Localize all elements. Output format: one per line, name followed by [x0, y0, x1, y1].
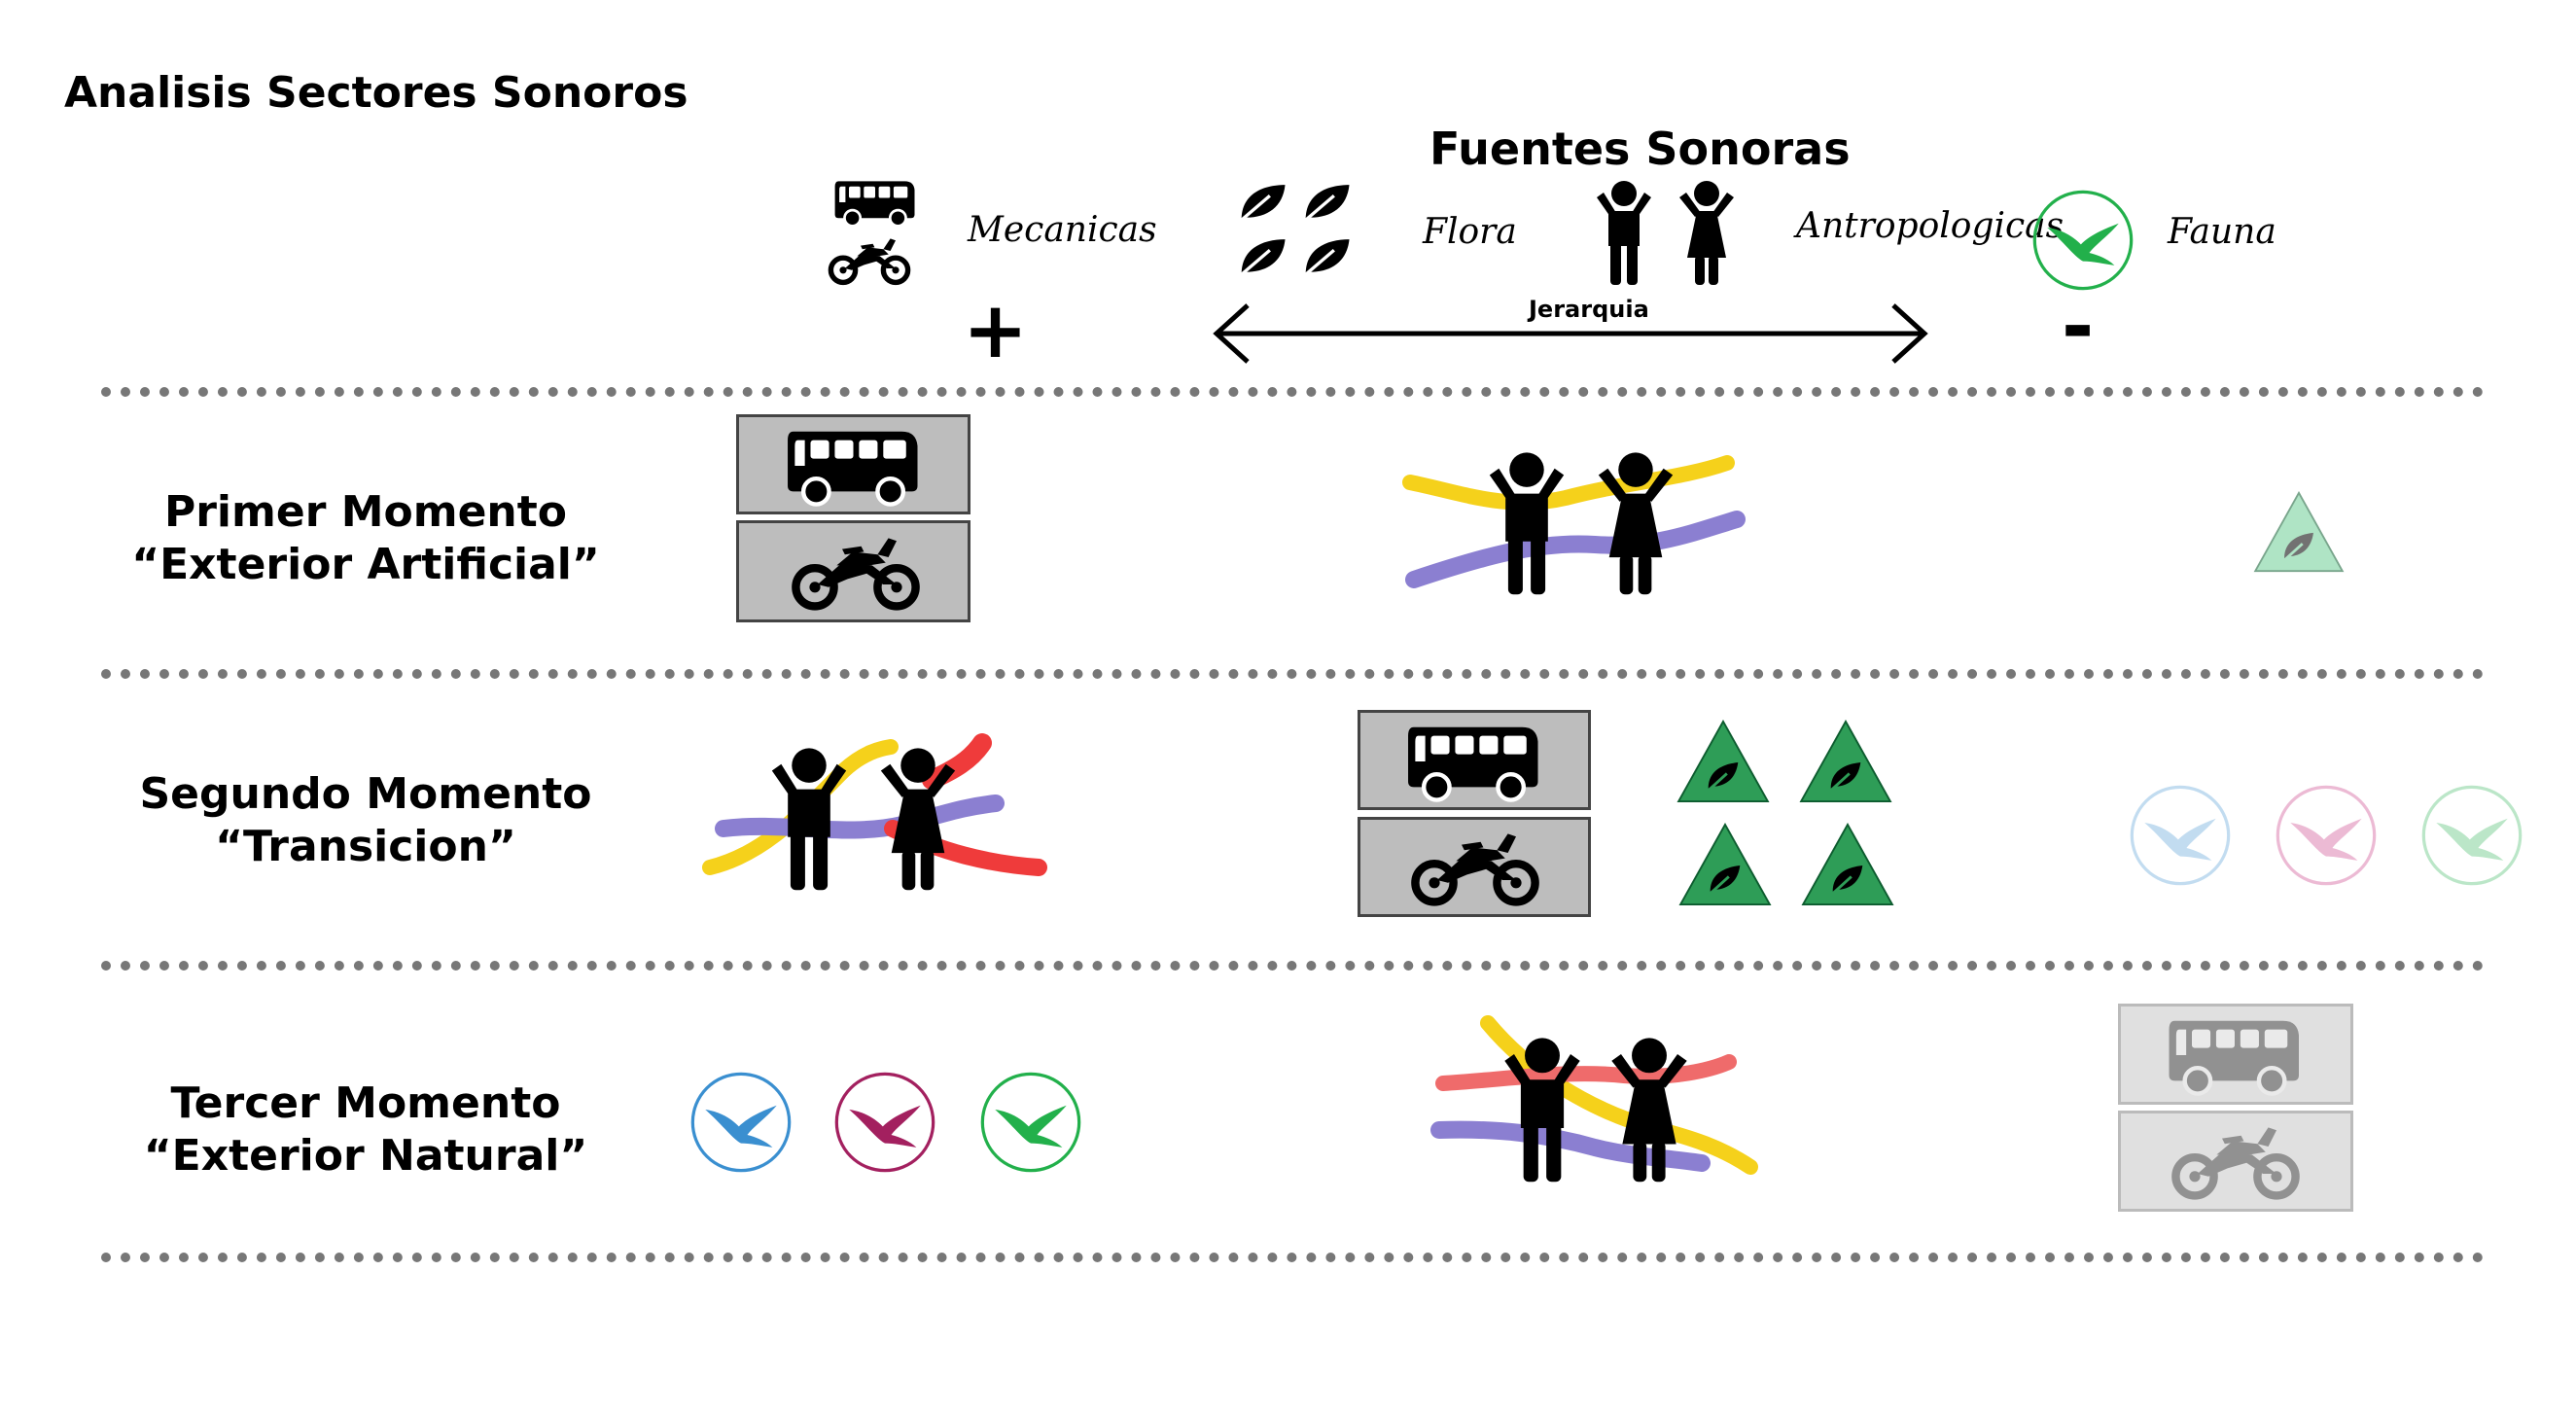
bus-box [1358, 710, 1591, 810]
row-label-subtitle: “Exterior Artificial” [131, 540, 600, 589]
motorcycle-icon [2121, 1113, 2350, 1209]
row-label-title: Tercer Momento [170, 1078, 561, 1128]
plus-sign: + [963, 285, 1029, 375]
motorcycle-box [1358, 817, 1591, 917]
legend-label-flora: Flora [1423, 212, 1517, 252]
bus-box-faded [2118, 1004, 2353, 1105]
bird-blue-icon [2128, 783, 2233, 888]
bird-green-icon [2419, 783, 2524, 888]
bird-green-icon [978, 1070, 1083, 1175]
row-label-subtitle: “Transicion” [215, 822, 516, 871]
people-with-strokes-icon [1429, 1011, 1760, 1186]
people-with-strokes-icon [698, 731, 1048, 893]
minus-sign: - [2062, 281, 2095, 371]
bird-icon [2030, 188, 2135, 293]
leaf-triangle-icon [2252, 491, 2346, 573]
legend-title: Fuentes Sonoras [1429, 123, 1851, 175]
row-label-segundo-momento: Segundo Momento “Transicion” [93, 768, 638, 873]
row-label-title: Segundo Momento [139, 769, 592, 819]
hierarchy-axis-label: Jerarquia [1529, 296, 1649, 323]
divider-3 [101, 961, 2484, 971]
people-with-strokes-icon [1400, 443, 1750, 599]
legend-label-fauna: Fauna [2168, 212, 2276, 252]
bus-box [736, 414, 970, 514]
page-title: Analisis Sectores Sonoros [64, 68, 688, 118]
legend-label-antropologicas: Antropologicas [1796, 206, 2064, 246]
bus-icon [2121, 1007, 2350, 1102]
divider-2 [101, 669, 2484, 679]
leaves-icon [1235, 180, 1361, 282]
bus-icon [739, 417, 968, 512]
bird-blue-icon [688, 1070, 794, 1175]
bus-icon [831, 175, 919, 230]
divider-4 [101, 1253, 2484, 1262]
motorcycle-icon [825, 233, 914, 286]
legend-label-mecanicas: Mecanicas [968, 210, 1157, 250]
hierarchy-arrow [1211, 301, 1930, 366]
row-label-tercer-momento: Tercer Momento “Exterior Natural” [93, 1077, 638, 1183]
row-label-title: Primer Momento [163, 487, 568, 537]
row-label-primer-momento: Primer Momento “Exterior Artificial” [93, 486, 638, 591]
motorcycle-icon [739, 523, 968, 619]
bird-magenta-icon [2274, 783, 2379, 888]
motorcycle-box-faded [2118, 1111, 2353, 1212]
bus-icon [1360, 713, 1588, 807]
people-icon [1580, 180, 1750, 287]
leaf-triangles-icon [1675, 720, 1898, 909]
bird-magenta-icon [832, 1070, 937, 1175]
row-label-subtitle: “Exterior Natural” [143, 1131, 588, 1181]
motorcycle-icon [1360, 820, 1588, 914]
motorcycle-box [736, 520, 970, 622]
divider-1 [101, 387, 2484, 397]
